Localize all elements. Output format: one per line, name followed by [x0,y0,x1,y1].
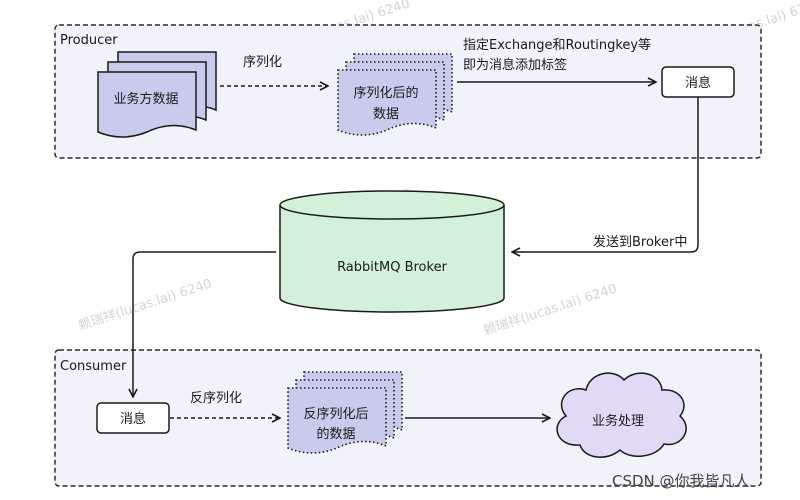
broker-node: RabbitMQ Broker [279,190,505,313]
edges: 序列化 指定Exchange和Routingkey等 即为消息添加标签 发送到B… [133,37,699,418]
message-producer-node: 消息 [661,66,735,98]
send-to-broker-label: 发送到Broker中 [593,234,687,250]
watermark: 赖瑞祥(lucas.lai) 6240 [77,276,214,333]
deserialized-data-label-line1: 反序列化后 [303,407,368,422]
serialize-label: 序列化 [243,55,282,70]
business-data-node: 业务方数据 [97,51,217,138]
message-consumer-label: 消息 [120,411,146,427]
serialized-data-label-line2: 数据 [373,107,399,122]
message-consumer-node: 消息 [96,402,170,434]
producer-section-title: Producer [60,33,118,48]
consumer-section-title: Consumer [60,359,127,374]
message-producer-label: 消息 [685,75,711,91]
broker-to-consumer-arrow [133,251,276,397]
tag-label-line2: 即为消息添加标签 [463,57,567,73]
tag-label-line1: 指定Exchange和Routingkey等 [463,37,651,53]
deserialized-data-label-line2: 的数据 [316,426,355,442]
send-to-broker-arrow [512,97,699,252]
deserialized-data-node: 反序列化后 的数据 [287,371,403,454]
business-processing-node: 业务处理 [556,372,687,458]
broker-label: RabbitMQ Broker [337,260,448,275]
business-data-label: 业务方数据 [113,91,178,107]
serialized-data-label-line1: 序列化后的 [353,85,418,101]
deserialize-label: 反序列化 [190,391,242,406]
serialized-data-node: 序列化后的 数据 [337,53,453,136]
csdn-credit: CSDN @你我皆凡人 [612,472,750,490]
business-processing-label: 业务处理 [592,413,644,429]
